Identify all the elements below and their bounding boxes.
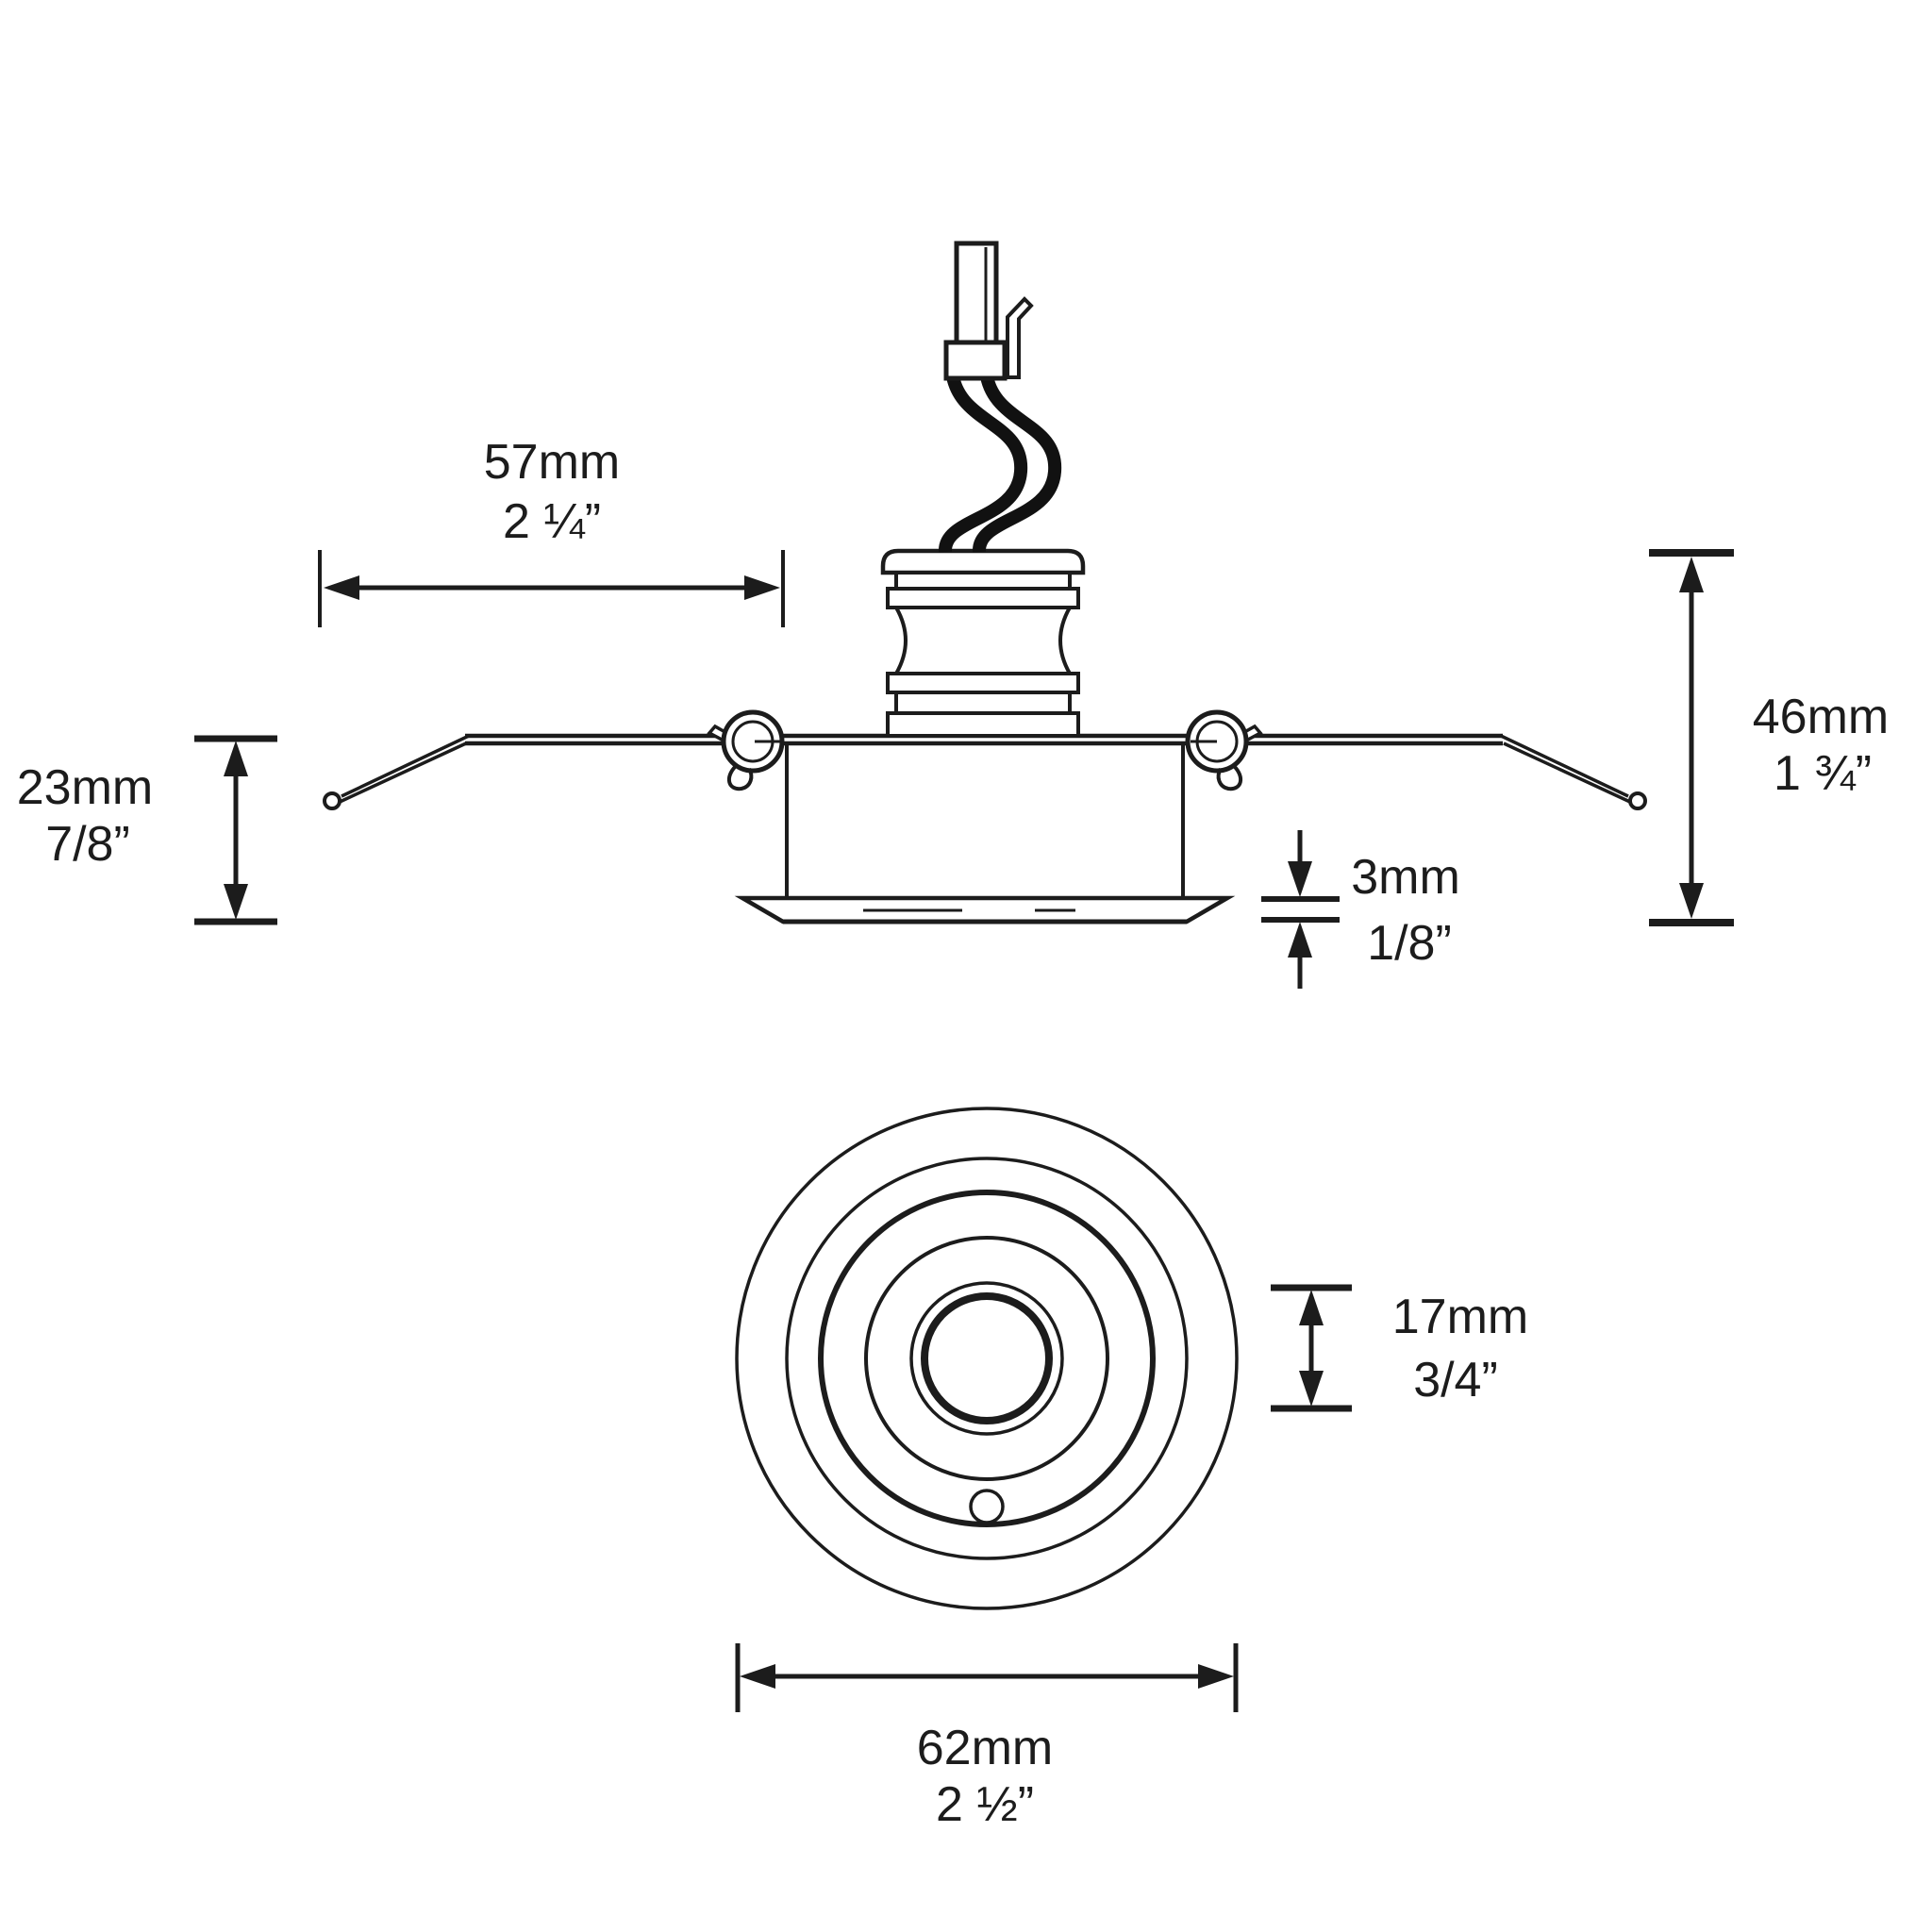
dim-23mm-label-in: 7/8”	[45, 817, 130, 872]
wire-left	[939, 375, 1028, 553]
arrowhead-up-icon	[1299, 1290, 1324, 1325]
trim-inner-circle	[818, 1190, 1156, 1527]
can-body	[785, 745, 1185, 898]
side-view: 57mm 2 ¼” 23mm 7/8” 46mm 1 ¾”	[17, 241, 1889, 989]
arrowhead-down-icon	[1288, 861, 1312, 897]
arrowhead-down-icon	[1299, 1371, 1324, 1407]
connector-plug	[943, 241, 1034, 381]
trim-flange	[734, 895, 1236, 924]
arrowhead-right-icon	[1198, 1664, 1234, 1689]
outer-trim-circle	[735, 1107, 1239, 1610]
connector-latch	[1006, 296, 1034, 379]
plan-view: 17mm 3/4” 62mm 2 ½”	[735, 1107, 1528, 1832]
dim-23mm-label-mm: 23mm	[17, 760, 153, 815]
dim-46mm: 46mm 1 ¾”	[1649, 549, 1889, 926]
dim-62mm-label-in: 2 ½”	[936, 1777, 1034, 1832]
dim-57mm: 57mm 2 ¼”	[318, 435, 785, 627]
dim-46mm-label-mm: 46mm	[1753, 690, 1889, 744]
arrowhead-down-icon	[224, 884, 248, 920]
spool-waist	[892, 606, 1074, 675]
arrowhead-up-icon	[1288, 922, 1312, 958]
dim-17mm: 17mm 3/4”	[1271, 1284, 1528, 1412]
arrowhead-up-icon	[224, 741, 248, 776]
arm-tip-right	[1628, 791, 1647, 810]
trim-roll-circle	[785, 1157, 1189, 1560]
arrowhead-left-icon	[324, 575, 359, 600]
spring-clip-ring-right	[1185, 709, 1249, 791]
fixing-hole	[969, 1489, 1005, 1524]
lamp-holder-spool	[880, 548, 1086, 738]
lens-aperture-circle	[921, 1292, 1053, 1424]
arrowhead-left-icon	[740, 1664, 775, 1689]
spring-arm-left	[323, 734, 470, 810]
dim-46mm-label-in: 1 ¾”	[1774, 746, 1872, 801]
dim-3mm-label-mm: 3mm	[1351, 850, 1460, 905]
dim-23mm: 23mm 7/8”	[17, 735, 277, 925]
bezel-circle	[864, 1236, 1109, 1481]
spring-clip-ring-left	[721, 709, 785, 791]
arrowhead-down-icon	[1679, 883, 1704, 919]
arm-tip-left	[323, 791, 341, 810]
dim-62mm-label-mm: 62mm	[917, 1721, 1053, 1775]
arrowhead-up-icon	[1679, 557, 1704, 592]
dim-57mm-label-in: 2 ¼”	[503, 494, 601, 549]
wire-harness	[939, 375, 1062, 553]
lens-ring-circle	[909, 1281, 1064, 1436]
dim-62mm: 62mm 2 ½”	[735, 1643, 1239, 1832]
dim-17mm-label-in: 3/4”	[1413, 1353, 1498, 1407]
dim-3mm-label-in: 1/8”	[1367, 916, 1452, 971]
wire-right	[973, 375, 1062, 553]
dim-3mm: 3mm 1/8”	[1261, 830, 1460, 989]
dim-17mm-label-mm: 17mm	[1392, 1290, 1528, 1344]
arrowhead-right-icon	[744, 575, 780, 600]
spring-arm-right	[1500, 734, 1647, 810]
dim-57mm-label-mm: 57mm	[484, 435, 620, 490]
